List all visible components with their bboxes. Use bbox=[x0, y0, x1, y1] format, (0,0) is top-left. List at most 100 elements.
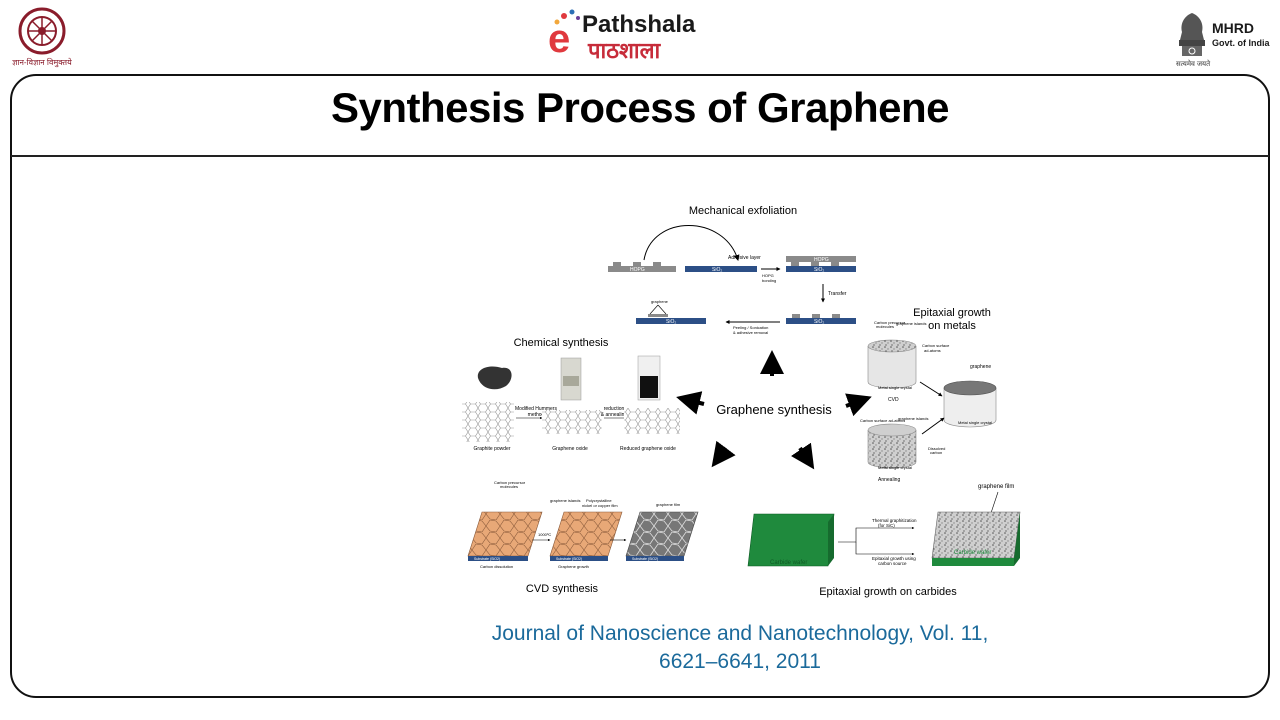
hopg-block bbox=[608, 266, 676, 272]
carbon-precursor-label-cvd-2: molecules bbox=[500, 484, 518, 489]
sio2-substrate-2 bbox=[786, 266, 856, 272]
sio2-label-4: SiO₂ bbox=[666, 319, 676, 325]
metal-crystal-label-3: Metal single crystal bbox=[878, 465, 912, 470]
polycrystalline-label-1: Polycrystalline bbox=[586, 498, 612, 503]
substrate-label-cvd-3: Substrate (SiO2) bbox=[632, 557, 658, 561]
modified-hummers-label-1: Modified Hummers bbox=[515, 406, 557, 412]
mechanical-exfoliation-title: Mechanical exfoliation bbox=[689, 205, 797, 217]
sio2-substrate-4 bbox=[636, 318, 706, 324]
sio2-label-2: SiO₂ bbox=[814, 267, 824, 273]
ashoka-emblem-icon bbox=[1179, 13, 1205, 56]
reduced-graphene-oxide-lattice bbox=[624, 408, 680, 434]
carbon-dissolution-label: Carbon dissolution bbox=[480, 564, 513, 569]
hopg-bonding-label-2: bonding bbox=[762, 278, 776, 283]
epathshala-logo: e Pathshala पाठशाला bbox=[548, 6, 738, 68]
carbon-surface-label-2: ad-atoms bbox=[924, 348, 941, 353]
graphene-synthesis-figure: Mechanical exfoliation HOPG SiO₂ Adhesiv… bbox=[458, 196, 1024, 604]
epathshala-english-name: Pathshala bbox=[582, 11, 696, 38]
epitaxial-carbides-section: Epitaxial growth on carbides graphene fi… bbox=[747, 484, 1021, 598]
thermal-graphitization-label-1: Thermal graphitization bbox=[872, 518, 917, 523]
graphene-film-label-cvd: graphene film bbox=[656, 502, 681, 507]
sio2-substrate-3 bbox=[786, 318, 856, 324]
epitaxial-metals-section: Epitaxial growth on metals Carbon precur… bbox=[860, 307, 997, 483]
sio2-label-3: SiO₂ bbox=[814, 319, 824, 325]
polycrystalline-label-2: nickel or copper film bbox=[582, 503, 618, 508]
annealing-label: Annealing bbox=[878, 477, 900, 483]
epathshala-mark-icon bbox=[554, 9, 580, 25]
dissolved-carbon-label-2: carbon bbox=[930, 450, 942, 455]
graphene-label-metals: graphene bbox=[970, 364, 991, 370]
thermal-graphitization-label-2: (for SiC) bbox=[878, 523, 895, 528]
dissolved-carbon-label-1: Dissolved bbox=[928, 446, 945, 451]
graphene-growth-label: Graphene growth bbox=[558, 564, 589, 569]
citation-line-1: Journal of Nanoscience and Nanotechnolog… bbox=[491, 622, 989, 645]
substrate-label-cvd-2: Substrate (SiO2) bbox=[556, 557, 582, 561]
carbide-wafer-label-2: Carbide wafer bbox=[954, 550, 991, 556]
peeling-label-2: & adhesive removal bbox=[733, 330, 768, 335]
citation-line-2: 6621–6641, 2011 bbox=[659, 650, 821, 673]
slide-title: Synthesis Process of Graphene bbox=[330, 84, 950, 131]
cvd-synthesis-title: CVD synthesis bbox=[526, 583, 599, 595]
metal-crystal-cylinder-3 bbox=[867, 430, 917, 469]
ugc-logo-subtext: ज्ञान-विज्ञान विमुक्तये bbox=[12, 58, 72, 67]
hopg-label: HOPG bbox=[630, 267, 645, 273]
metal-crystal-cylinder-2 bbox=[943, 388, 997, 428]
flip-arrow bbox=[643, 225, 740, 261]
graphene-oxide-lattice bbox=[542, 410, 602, 434]
carbide-wafer-1 bbox=[747, 513, 835, 567]
epathshala-hindi-name: पाठशाला bbox=[587, 38, 662, 63]
carbon-precursor-label-metals-1: Carbon precursor bbox=[874, 320, 906, 325]
chemical-synthesis-section: Chemical synthesis Modified Hummers meth… bbox=[462, 337, 680, 452]
metal-crystal-label-2: Metal single crystal bbox=[958, 420, 992, 425]
graphene-islands-label-cvd: graphene islands bbox=[550, 498, 580, 503]
epitaxial-carbon-source-label-2: carbon source bbox=[878, 561, 907, 566]
graphene-islands-label-metals-2: graphene islands bbox=[898, 416, 928, 421]
hopg-label-2: HOPG bbox=[814, 257, 829, 263]
sio2-label-1: SiO₂ bbox=[712, 267, 722, 273]
epitaxial-metals-title-1: Epitaxial growth bbox=[913, 307, 991, 319]
mhrd-motto: सत्यमेव जयते bbox=[1176, 61, 1211, 68]
transfer-label: Transfer bbox=[828, 291, 847, 297]
figure-background bbox=[458, 196, 1024, 604]
cvd-label-metals: CVD bbox=[888, 397, 899, 403]
mhrd-title: MHRD bbox=[1212, 20, 1254, 36]
reduction-label-2: & annealing bbox=[601, 412, 628, 418]
graphene-synthesis-center-label: Graphene synthesis bbox=[716, 402, 832, 417]
peeling-label-1: Peeling / Sonication bbox=[733, 325, 768, 330]
carbon-precursor-label-cvd-1: Carbon precursor bbox=[494, 480, 526, 485]
mhrd-logo: MHRD Govt. of India सत्यमेव जयते bbox=[1172, 8, 1276, 72]
graphene-layer-top bbox=[943, 380, 997, 396]
sio2-substrate-1 bbox=[685, 266, 757, 272]
center-arrows bbox=[676, 350, 872, 470]
graphite-powder-label: Graphite powder bbox=[474, 446, 511, 452]
substrate-label-cvd-1: Substrate (SiO2) bbox=[474, 557, 500, 561]
adhesive-layer-label: Adhesive layer bbox=[728, 255, 761, 261]
reduced-graphene-oxide-label: Reduced graphene oxide bbox=[620, 446, 676, 452]
reduction-label-1: reduction bbox=[604, 406, 625, 412]
hopg-top bbox=[786, 256, 856, 262]
ugc-emblem-icon bbox=[18, 7, 66, 55]
epathshala-e-letter: e bbox=[548, 17, 570, 61]
graphene-islands-label-metals: graphene islands bbox=[896, 321, 926, 326]
epitaxial-carbon-source-label-1: Epitaxial growth using bbox=[872, 556, 916, 561]
graphene-film-label-carbides: graphene film bbox=[978, 484, 1014, 490]
graphite-lattice bbox=[462, 402, 514, 442]
graphene-label-mech: graphene bbox=[651, 299, 669, 304]
epitaxial-metals-title-2: on metals bbox=[928, 320, 976, 332]
cvd-synthesis-section: CVD synthesis Carbon precursor molecules… bbox=[467, 480, 699, 595]
mhrd-subtitle: Govt. of India bbox=[1212, 38, 1270, 48]
carbide-wafer-label-1: Carbide wafer bbox=[770, 560, 807, 566]
graphene-oxide-label: Graphene oxide bbox=[552, 446, 588, 452]
citation: Journal of Nanoscience and Nanotechnolog… bbox=[440, 620, 1040, 676]
ugc-logo: ज्ञान-विज्ञान विमुक्तये bbox=[10, 6, 74, 76]
carbon-precursor-label-metals-2: molecules bbox=[876, 324, 894, 329]
carbon-surface-label-3: Carbon surface ad-atoms bbox=[860, 418, 905, 423]
cvd-temperature-label: 1000ºC bbox=[538, 532, 551, 537]
chemical-synthesis-title: Chemical synthesis bbox=[514, 337, 609, 349]
metal-crystal-label-1: Metal single crystal bbox=[878, 385, 912, 390]
hopg-bonding-label-1: HOPG bbox=[762, 273, 774, 278]
metal-crystal-cylinder-1 bbox=[867, 346, 917, 389]
title-divider bbox=[11, 155, 1269, 157]
graphite-powder-icon bbox=[477, 366, 512, 390]
mechanical-exfoliation-section: Mechanical exfoliation HOPG SiO₂ Adhesiv… bbox=[608, 205, 856, 335]
